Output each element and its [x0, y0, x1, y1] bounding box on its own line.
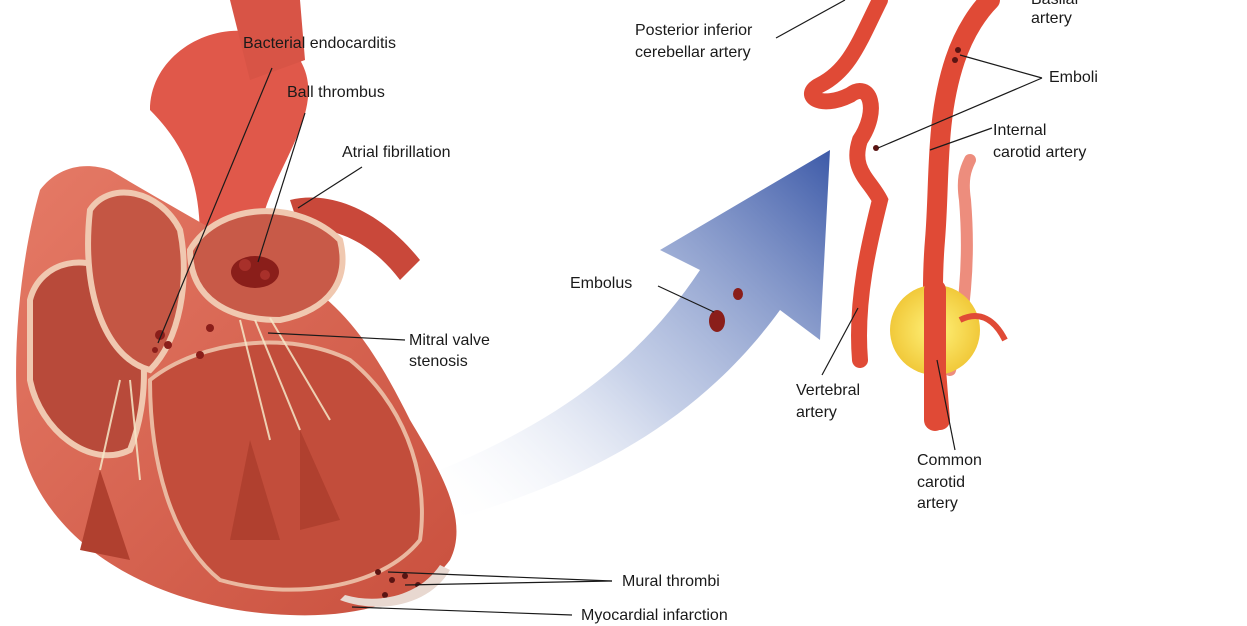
vertebral-artery-label-line2: artery: [796, 402, 837, 423]
basilar-artery-label-line2: artery: [1031, 8, 1072, 29]
mitral-valve-stenosis-label-line2: stenosis: [409, 351, 468, 372]
atrial-fibrillation-label: Atrial fibrillation: [342, 142, 450, 163]
posterior-inferior-cerebellar-artery-label-line2: cerebellar artery: [635, 42, 751, 63]
ball-thrombus-mark: [231, 256, 279, 288]
heart-illustration: [16, 0, 456, 615]
mural-thrombi-label: Mural thrombi: [622, 571, 720, 592]
embolus-label: Embolus: [570, 273, 632, 294]
bacterial-endocarditis-label: Bacterial endocarditis: [243, 33, 396, 54]
myocardial-infarction-label: Myocardial infarction: [581, 605, 728, 626]
common-carotid-artery-label-line2: carotid: [917, 472, 965, 493]
posterior-inferior-cerebellar-artery-label-line1: Posterior inferior: [635, 20, 752, 41]
emboli-label: Emboli: [1049, 67, 1098, 88]
arteries-illustration: [812, 0, 1005, 420]
mitral-valve-stenosis-label-line1: Mitral valve: [409, 330, 490, 351]
embolus-flow-arrow: [440, 150, 830, 520]
ball-thrombus-label: Ball thrombus: [287, 82, 385, 103]
internal-carotid-artery-label-line2: carotid artery: [993, 142, 1086, 163]
common-carotid-artery-label-line1: Common: [917, 450, 982, 471]
vertebral-artery-label-line1: Vertebral: [796, 380, 860, 401]
common-carotid-artery-label-line3: artery: [917, 493, 958, 514]
internal-carotid-artery-label-line1: Internal: [993, 120, 1046, 141]
